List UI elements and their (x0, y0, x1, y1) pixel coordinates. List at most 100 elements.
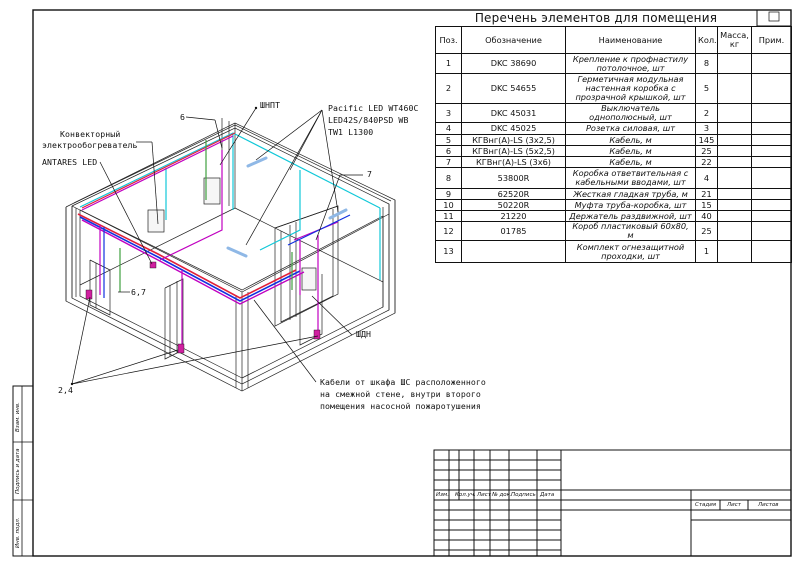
header-pos: Поз. (435, 26, 462, 54)
cell-mass (717, 145, 752, 157)
cell-mass (717, 103, 752, 123)
cell-name: Кабель, м (565, 145, 696, 157)
side-podp: Подпись и дата (15, 448, 21, 494)
cell-qty: 22 (695, 156, 718, 168)
cell-designation: DKC 45031 (461, 103, 566, 123)
cell-mass (717, 167, 752, 189)
cell-name: Муфта труба-коробка, шт (565, 199, 696, 211)
cell-note (751, 145, 792, 157)
cell-name: Розетка силовая, шт (565, 122, 696, 135)
spec-header-row: Поз. Обозначение Наименование Кол. Масса… (435, 26, 792, 54)
cell-note (751, 221, 792, 241)
cell-designation: КГВнг(А)-LS (5х2,5) (461, 145, 566, 157)
cell-mass (717, 188, 752, 200)
cell-designation: DKC 45025 (461, 122, 566, 135)
sockets (85, 261, 321, 354)
cell-designation: 01785 (461, 221, 566, 241)
cell-designation: 62520R (461, 188, 566, 200)
cell-designation: КГВнг(А)-LS (3х2,5) (461, 134, 566, 146)
cell-note (751, 73, 792, 104)
cell-name: Выключатель однополюсный, шт (565, 103, 696, 123)
tb-listov: Листов (758, 502, 779, 508)
cell-qty: 25 (695, 221, 718, 241)
cell-name: Крепление к профнастилу потолочное, шт (565, 53, 696, 74)
callout-pacific-3: TW1 L1300 (328, 127, 374, 137)
room-drawing (65, 118, 396, 392)
callout-antares: ANTARES LED (42, 157, 98, 167)
cell-pos: 1 (435, 53, 462, 74)
cell-mass (717, 240, 752, 263)
cell-pos: 2 (435, 73, 462, 104)
cell-qty: 3 (695, 122, 718, 135)
callout-convector-1: Конвекторный (60, 129, 121, 139)
tb-list: Лист (477, 492, 491, 498)
callout-pacific-1: Pacific LED WT460C (328, 103, 419, 113)
cell-mass (717, 134, 752, 146)
cell-pos: 7 (435, 156, 462, 168)
callout-cable-1: Кабели от шкафа ШС расположенного (320, 377, 486, 387)
cell-mass (717, 210, 752, 222)
header-mass: Масса, кг (717, 26, 752, 54)
cell-pos: 4 (435, 122, 462, 135)
tb-ndoc: № док. (492, 492, 512, 498)
cell-qty: 25 (695, 145, 718, 157)
cell-note (751, 53, 792, 74)
header-qty: Кол. (695, 26, 718, 54)
cell-pos: 10 (435, 199, 462, 211)
cell-mass (717, 221, 752, 241)
cell-mass (717, 122, 752, 135)
cell-note (751, 188, 792, 200)
tb-stadia: Стадия (695, 502, 717, 508)
cell-name: Кабель, м (565, 134, 696, 146)
cell-designation: 21220 (461, 210, 566, 222)
cell-note (751, 199, 792, 211)
cell-name: Держатель раздвижной, шт (565, 210, 696, 222)
callout-convector-2: электрообогреватель (42, 140, 138, 150)
leader-lines (71, 107, 363, 385)
callout-six-seven: 6,7 (131, 287, 147, 297)
callout-shnpt: ШНПТ (260, 100, 281, 110)
cell-note (751, 156, 792, 168)
callout-shdn: ШДН (356, 329, 372, 339)
cell-qty: 1 (695, 240, 718, 263)
tb-list2: Лист (727, 502, 741, 508)
cell-designation: 50220R (461, 199, 566, 211)
cell-note (751, 103, 792, 123)
cell-pos: 9 (435, 188, 462, 200)
callout-six: 6 (180, 112, 186, 122)
cell-designation: DKC 38690 (461, 53, 566, 74)
cell-note (751, 134, 792, 146)
tb-kol: Кол.уч. (455, 492, 476, 498)
cell-pos: 11 (435, 210, 462, 222)
cell-note (751, 122, 792, 135)
cell-note (751, 240, 792, 263)
cell-designation: 53800R (461, 167, 566, 189)
cable-routes (77, 132, 381, 350)
cell-name: Герметичная модульная настенная коробка … (565, 73, 696, 104)
cell-name: Коробка ответвительная с кабельными ввод… (565, 167, 696, 189)
cell-qty: 21 (695, 188, 718, 200)
cell-qty: 145 (695, 134, 718, 146)
callout-cable-2: на смежной стене, внутри второго (320, 389, 481, 399)
cell-qty: 2 (695, 103, 718, 123)
luminaires (226, 156, 348, 258)
cell-pos: 13 (435, 240, 462, 263)
cell-name: Жесткая гладкая труба, м (565, 188, 696, 200)
cell-mass (717, 73, 752, 104)
cell-qty: 4 (695, 167, 718, 189)
tb-izm: Изм. (436, 492, 449, 498)
spec-title: Перечень элементов для помещения (474, 11, 718, 25)
cell-pos: 5 (435, 134, 462, 146)
